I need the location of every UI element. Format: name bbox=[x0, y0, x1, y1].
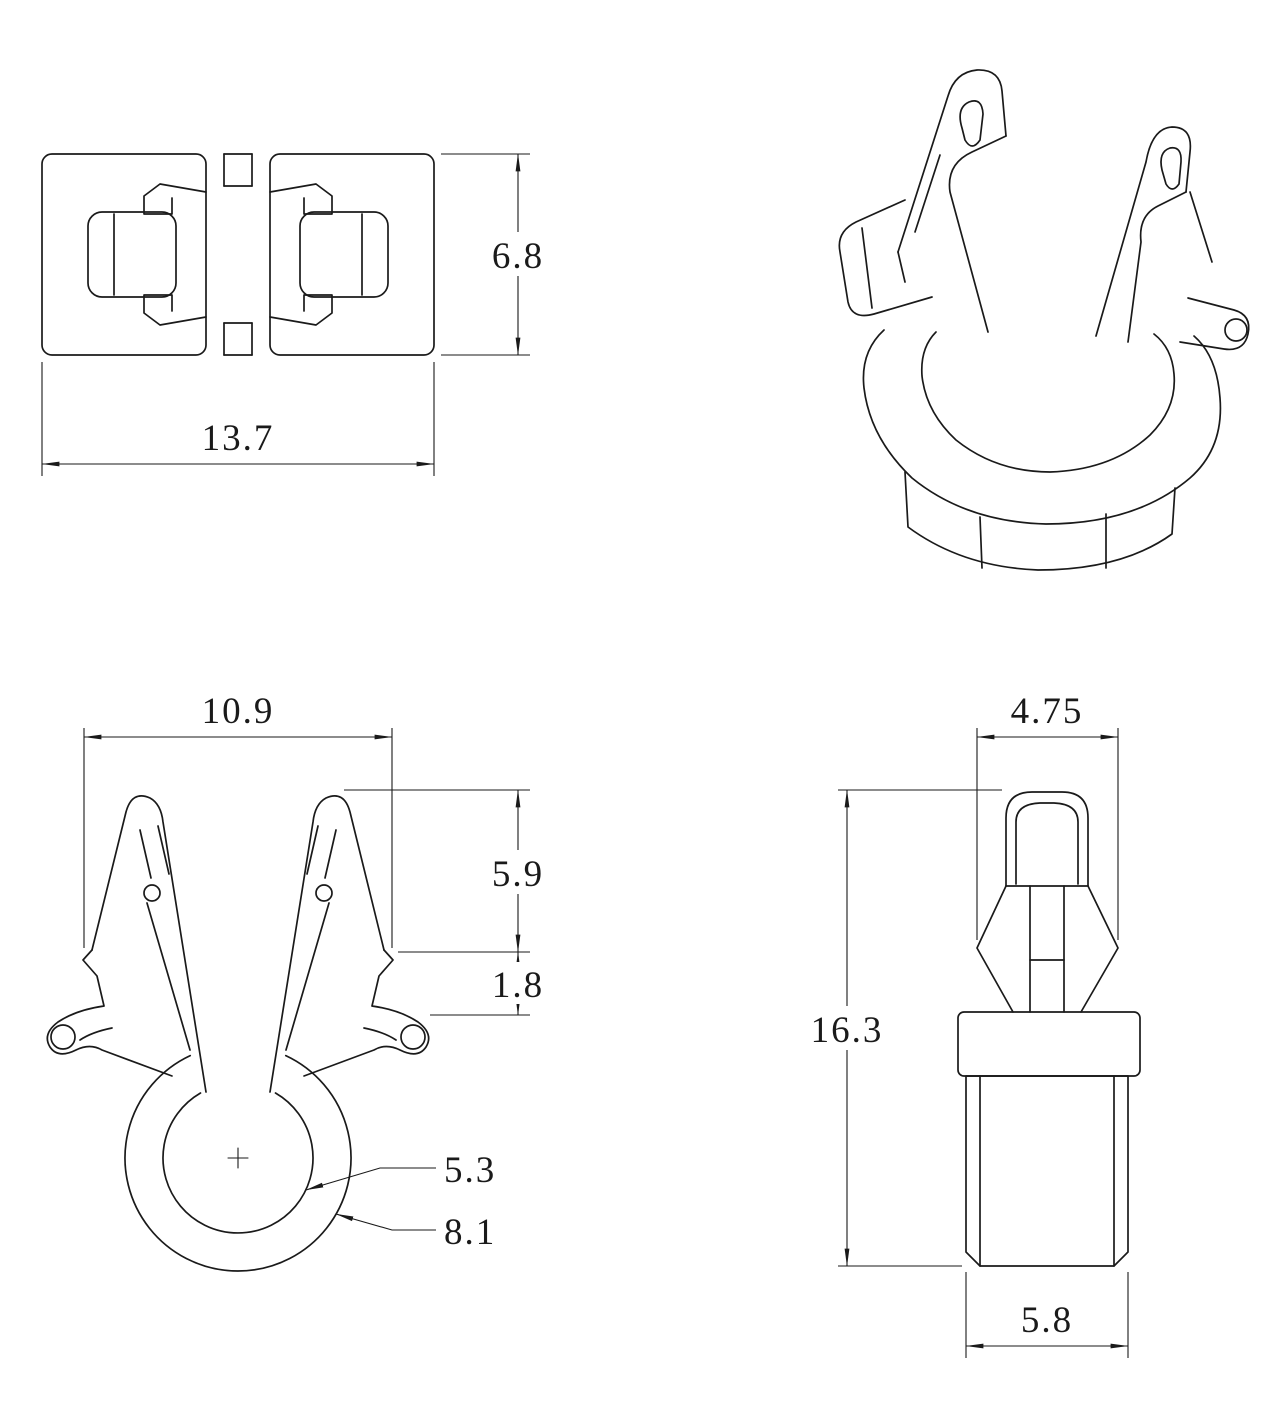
iso-hex-boss bbox=[904, 471, 1176, 571]
right-latch-top bbox=[269, 183, 333, 215]
top-view-left-block bbox=[41, 153, 207, 356]
front-right-prong-slot bbox=[324, 829, 337, 879]
front-right-wing-edge bbox=[363, 1027, 397, 1041]
dim-label-overall-height: 6.8 bbox=[492, 236, 544, 277]
dim-base-width: 5.8 bbox=[965, 1272, 1129, 1358]
side-base bbox=[965, 1075, 1129, 1267]
dim-label-overall-height: 16.3 bbox=[811, 1010, 884, 1051]
dim-overall-height: 6.8 bbox=[441, 153, 558, 356]
dim-barb-drop: 1.8 bbox=[430, 951, 558, 1016]
top-view-outline bbox=[41, 153, 435, 356]
dim-head-width: 4.75 bbox=[976, 691, 1119, 940]
right-latch-bottom bbox=[269, 294, 333, 326]
dim-prong-height: 5.9 bbox=[344, 789, 558, 953]
front-inner-ring bbox=[162, 1092, 314, 1234]
side-flange bbox=[957, 1011, 1141, 1077]
left-finger-pad bbox=[87, 211, 177, 298]
dim-overall-height-side: 16.3 bbox=[791, 789, 1002, 1267]
front-left-finger bbox=[146, 902, 191, 1051]
dim-overall-width: 13.7 bbox=[41, 362, 435, 476]
side-head-inner bbox=[1015, 802, 1079, 885]
iso-left-prong-barb bbox=[897, 251, 906, 283]
front-left-wing-edge bbox=[79, 1027, 113, 1041]
side-right-barb bbox=[1080, 885, 1119, 1013]
dim-label-base-width: 5.8 bbox=[1021, 1300, 1073, 1341]
front-left-wing bbox=[46, 949, 173, 1077]
iso-saddle-inner bbox=[920, 331, 1176, 473]
dim-label-prong-span: 10.9 bbox=[202, 691, 275, 732]
front-right-prong bbox=[269, 795, 385, 1093]
iso-right-wing-roll bbox=[1224, 318, 1248, 342]
leader-inner-diameter: 5.3 bbox=[305, 1150, 496, 1191]
iso-right-prong-inner bbox=[1127, 191, 1187, 343]
iso-left-wing-edge bbox=[861, 227, 873, 309]
dim-label-prong-height: 5.9 bbox=[492, 854, 544, 895]
iso-left-prong-inner bbox=[948, 135, 1007, 333]
front-right-prong-slot bbox=[306, 825, 319, 875]
dim-prong-span: 10.9 bbox=[83, 691, 393, 948]
iso-left-wing bbox=[838, 199, 933, 317]
iso-right-prong-barb bbox=[1189, 191, 1213, 263]
top-view-right-block bbox=[269, 153, 435, 356]
dim-label-inner-diameter: 5.3 bbox=[444, 1150, 496, 1191]
iso-right-wing bbox=[1179, 297, 1250, 351]
front-left-prong-slot bbox=[139, 829, 152, 879]
left-latch-bottom bbox=[143, 294, 207, 326]
dim-label-overall-width: 13.7 bbox=[202, 418, 275, 459]
front-view-dimensions: 10.9 5.9 1.8 5.3 bbox=[83, 691, 558, 1253]
iso-left-prong-edge bbox=[914, 154, 941, 233]
iso-right-prong-outer bbox=[1095, 126, 1192, 337]
front-view-outline bbox=[46, 795, 430, 1272]
side-head bbox=[1005, 791, 1089, 887]
front-left-prong-hole bbox=[143, 884, 161, 902]
isometric-view bbox=[838, 69, 1250, 571]
front-right-finger bbox=[285, 902, 330, 1051]
iso-hex-facet bbox=[979, 516, 983, 569]
leader-outer-diameter: 8.1 bbox=[335, 1212, 496, 1253]
top-view: 13.7 6.8 bbox=[41, 153, 558, 476]
side-view-dimensions: 4.75 16.3 5.8 bbox=[791, 691, 1129, 1358]
front-left-prong-slot bbox=[157, 825, 170, 875]
iso-left-prong-outer bbox=[897, 69, 1007, 253]
side-view-outline bbox=[957, 791, 1141, 1267]
front-right-wing-roll bbox=[400, 1024, 426, 1050]
front-view: 10.9 5.9 1.8 5.3 bbox=[46, 691, 558, 1272]
front-left-prong bbox=[91, 795, 207, 1093]
iso-right-prong-slot bbox=[1160, 146, 1182, 190]
front-outer-ring bbox=[124, 1054, 352, 1272]
dim-label-outer-diameter: 8.1 bbox=[444, 1212, 496, 1253]
front-left-wing-roll bbox=[50, 1024, 76, 1050]
top-view-dimensions: 13.7 6.8 bbox=[41, 153, 558, 476]
right-finger-pad bbox=[299, 211, 389, 298]
left-latch-top bbox=[143, 183, 207, 215]
dim-label-barb-drop: 1.8 bbox=[492, 965, 544, 1006]
side-left-barb bbox=[976, 885, 1014, 1013]
front-right-wing bbox=[303, 949, 430, 1077]
side-view: 4.75 16.3 5.8 bbox=[791, 691, 1141, 1358]
center-mark bbox=[227, 1147, 249, 1169]
iso-saddle-outer bbox=[862, 329, 1222, 525]
front-right-prong-hole bbox=[315, 884, 333, 902]
dim-label-head-width: 4.75 bbox=[1011, 691, 1084, 732]
iso-left-prong-slot bbox=[959, 100, 984, 147]
